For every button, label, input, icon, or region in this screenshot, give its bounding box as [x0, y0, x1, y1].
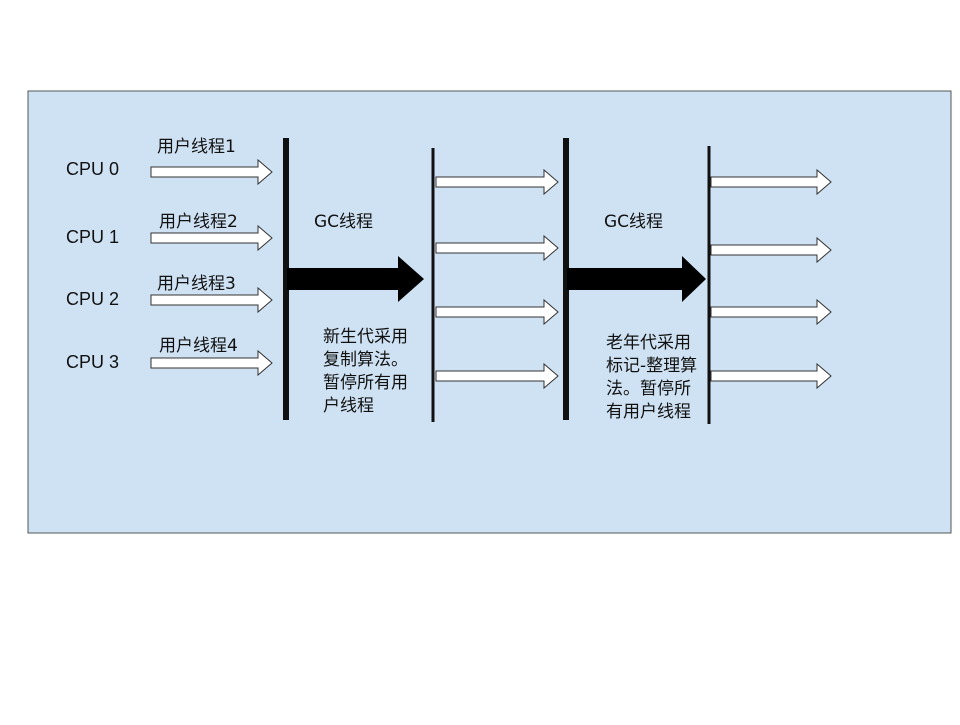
user-thread-label-0: 用户线程1	[157, 137, 236, 157]
user-thread-arrow-3	[150, 349, 273, 377]
user-thread-label-1: 用户线程2	[159, 212, 238, 232]
user-thread-arrow-2	[150, 286, 273, 314]
gc-thread-arrow-1	[287, 256, 424, 302]
cpu-label-0: CPU 0	[66, 159, 120, 179]
gc-thread-label-1: GC线程	[314, 212, 374, 232]
final-thread-arrow-3	[710, 362, 832, 390]
final-thread-arrow-0	[710, 168, 832, 196]
gc-thread-arrow-2	[567, 256, 706, 302]
final-thread-arrow-2	[710, 298, 832, 326]
final-thread-arrow-1	[710, 236, 832, 264]
resumed-thread-arrow-1	[435, 234, 559, 262]
user-thread-label-2: 用户线程3	[157, 274, 236, 294]
cpu-label-1: CPU 1	[66, 227, 120, 247]
user-thread-arrow-0	[150, 158, 273, 186]
resumed-thread-arrow-0	[435, 168, 559, 196]
resumed-thread-arrow-2	[435, 298, 559, 326]
user-thread-label-3: 用户线程4	[159, 336, 238, 356]
old-gen-note: 老年代采用标记-整理算法。暂停所有用户线程	[606, 333, 698, 422]
resumed-thread-arrow-3	[435, 362, 559, 390]
young-gen-note: 新生代采用复制算法。暂停所有用户线程	[323, 327, 408, 416]
cpu-label-2: CPU 2	[66, 289, 120, 309]
cpu-label-3: CPU 3	[66, 352, 120, 372]
gc-thread-label-2: GC线程	[604, 212, 664, 232]
user-thread-arrow-1	[150, 224, 273, 252]
